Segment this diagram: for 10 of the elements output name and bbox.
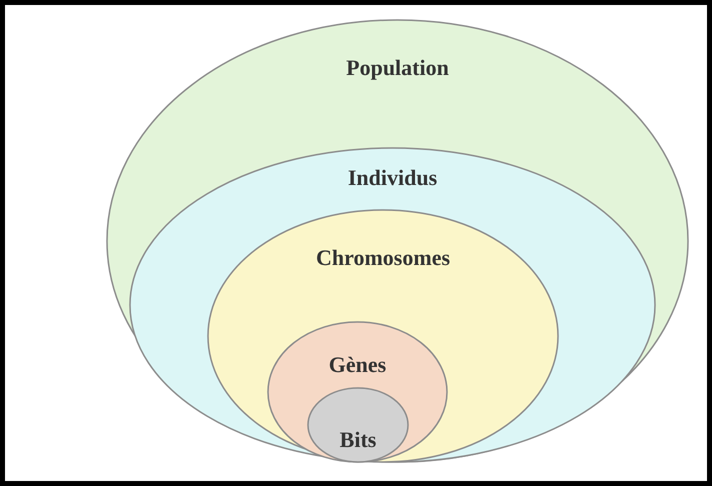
node-label: Population [346,57,449,79]
node-label: Bits [340,429,376,451]
ellipse [308,388,408,462]
node-label: Chromosomes [316,247,450,269]
ellipse [130,148,655,462]
ellipse [268,322,447,462]
node-label: Individus [348,167,438,189]
ellipse [107,20,688,462]
node-label: Gènes [328,354,386,376]
ellipse [208,210,558,462]
